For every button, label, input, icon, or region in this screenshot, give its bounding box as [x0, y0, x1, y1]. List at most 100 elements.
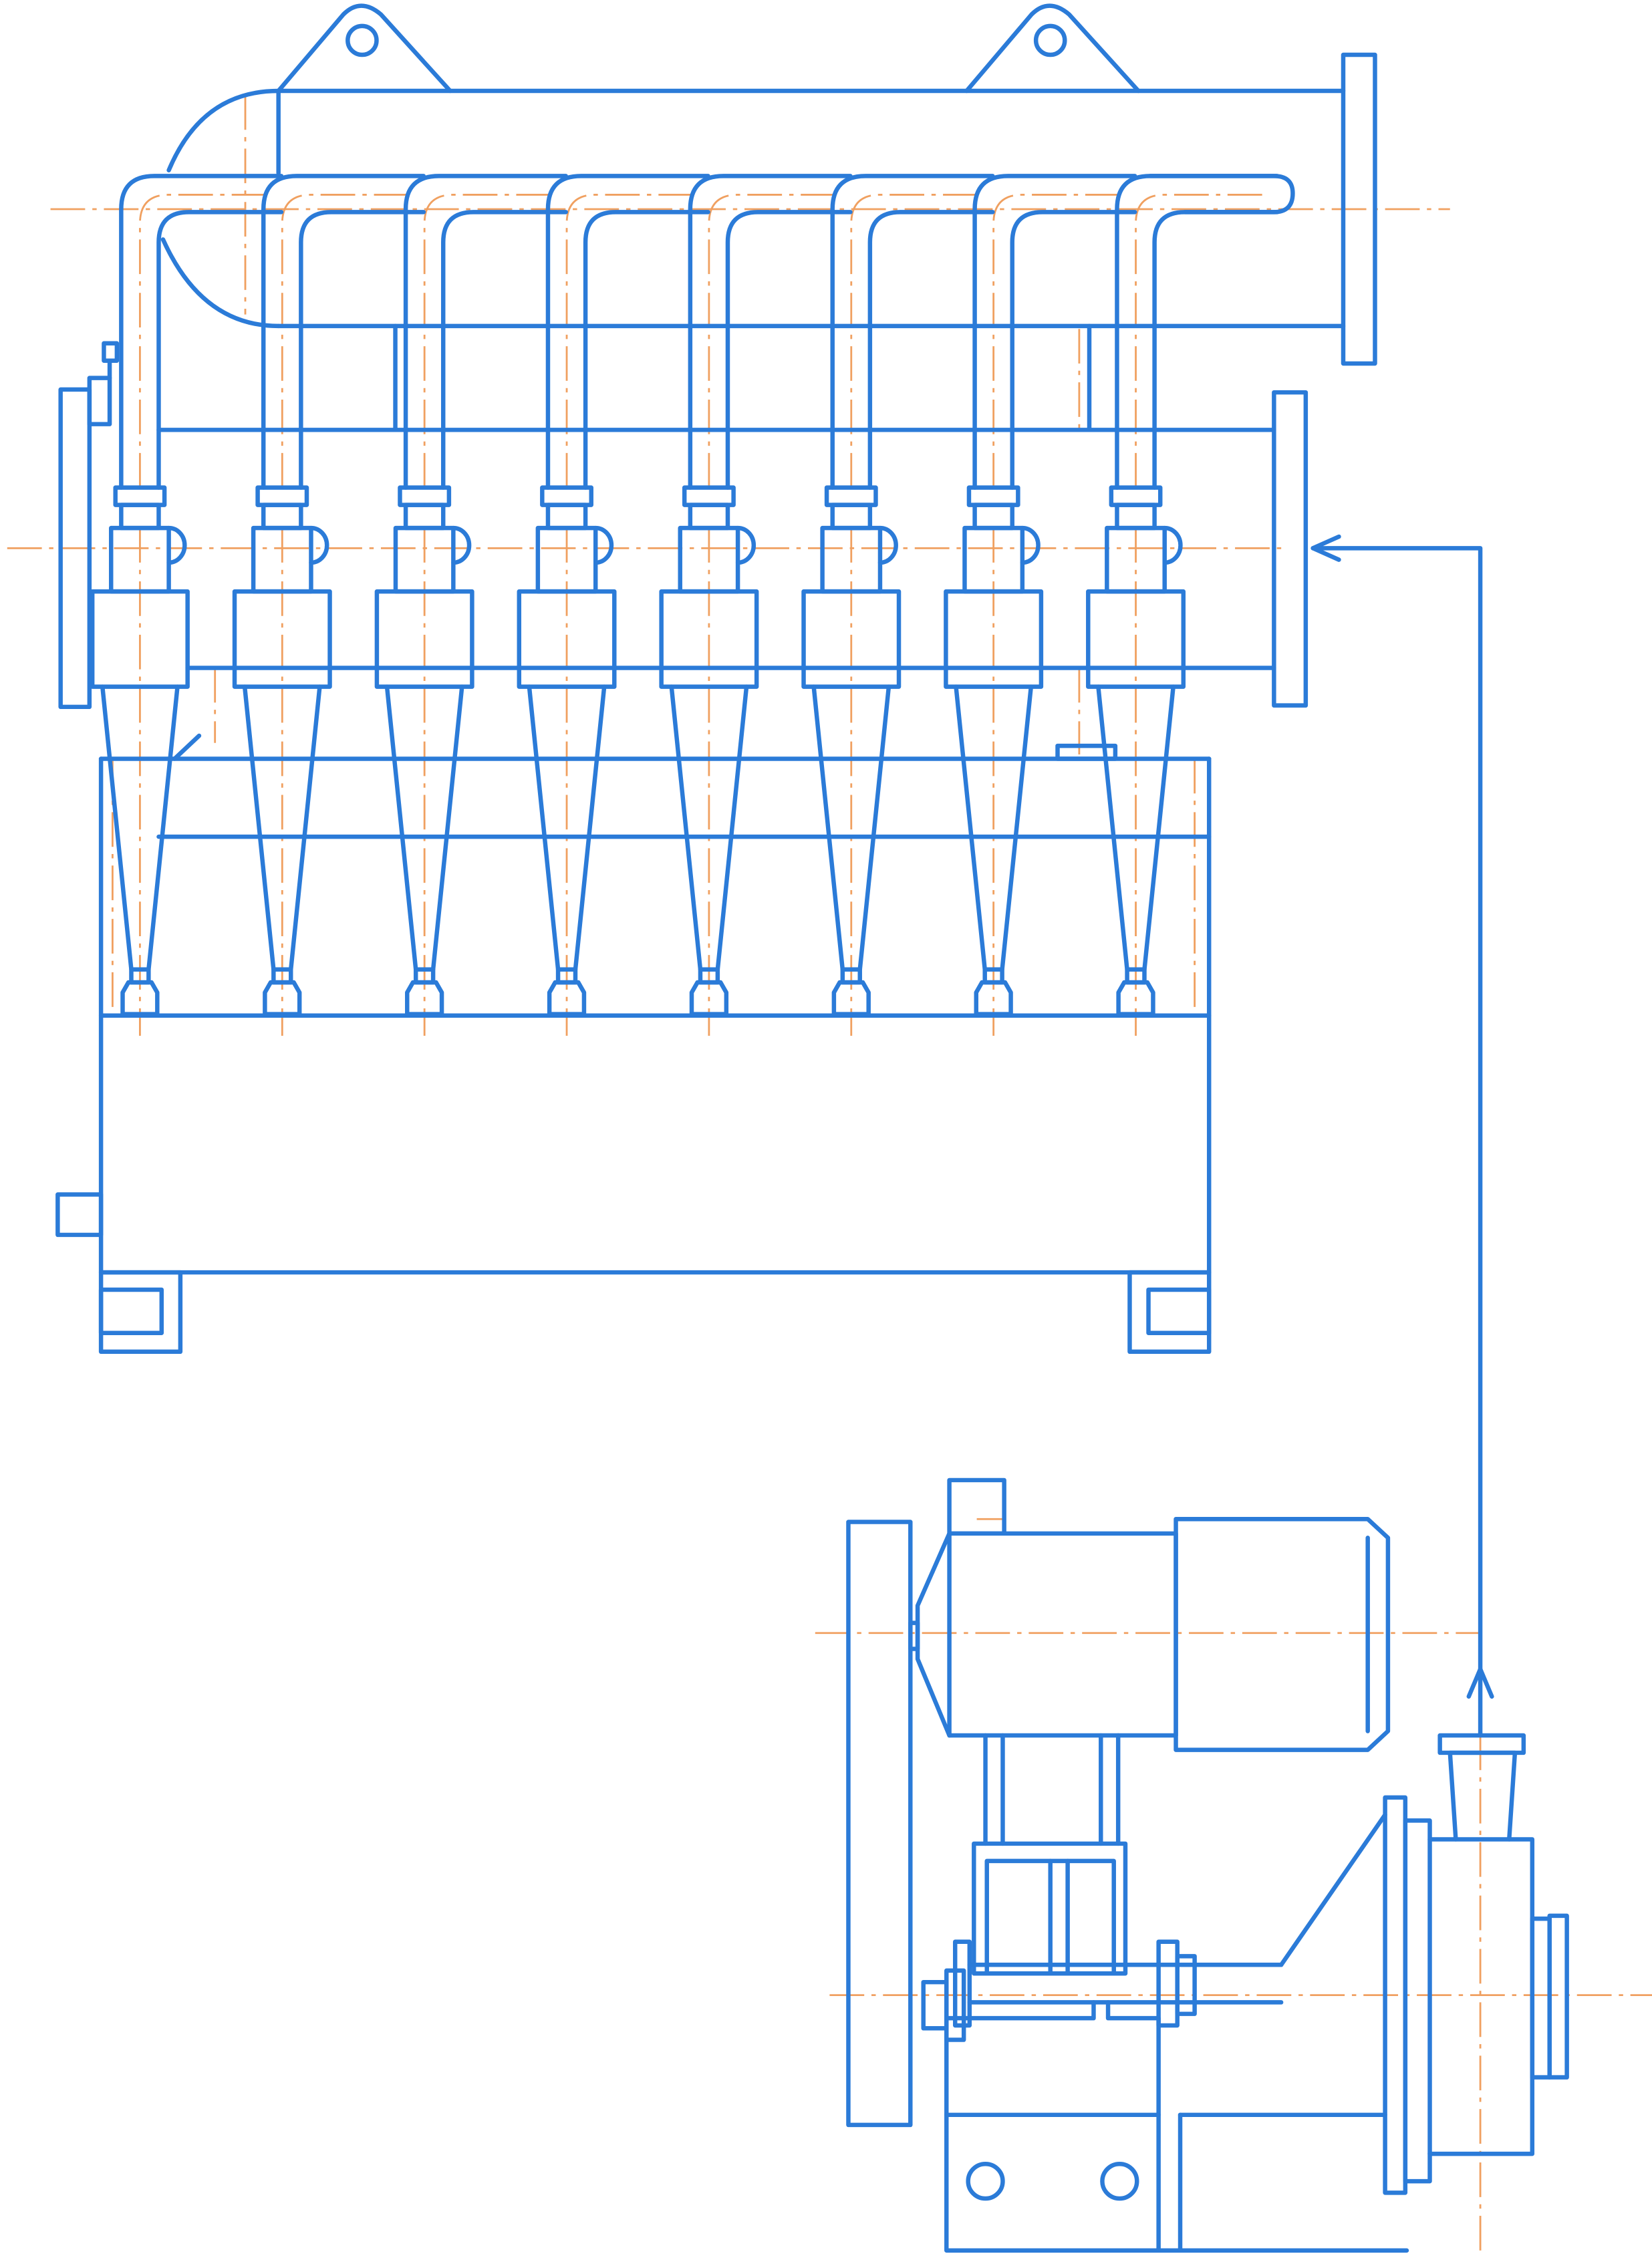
underflow-outlet	[1116, 980, 1155, 1016]
feed-inlet	[1162, 525, 1183, 565]
pipe-clamp	[113, 485, 167, 507]
feed-inlet	[166, 525, 187, 565]
overflow-pipe	[972, 174, 1137, 490]
hydrocyclone	[801, 174, 995, 1016]
lifting-lug-right	[964, 3, 1141, 94]
cyclone-body	[944, 589, 1044, 689]
hydrocyclone	[1086, 174, 1280, 1016]
underflow-outlet	[974, 980, 1013, 1016]
pipe-clamp	[540, 485, 593, 507]
overflow-pipe	[403, 174, 568, 490]
feed-inlet	[451, 525, 472, 565]
hydrocyclone	[90, 174, 284, 1016]
hydrocyclone	[517, 174, 710, 1016]
hydrocyclone-array	[90, 174, 1295, 1016]
tank-frame	[55, 733, 1212, 1355]
bolt-hole-left	[966, 2161, 1005, 2201]
pipe-centerline	[281, 194, 412, 488]
underflow-outlet	[405, 980, 444, 1016]
feed-line	[1311, 546, 1483, 1738]
overflow-pipe-inner	[440, 210, 568, 490]
hydrocyclone	[659, 174, 853, 1016]
feed-inlet	[1020, 525, 1041, 565]
overflow-pipe	[688, 174, 853, 490]
underflow-outlet	[120, 980, 160, 1016]
feed-manifold	[58, 323, 1309, 710]
hydrocyclone	[374, 174, 568, 1016]
lifting-lug-left	[276, 3, 452, 94]
motor-body	[915, 1531, 1178, 1738]
skid-foot-left	[98, 1270, 183, 1355]
motor-terminal-box	[947, 1477, 1006, 1536]
drain-port	[55, 1192, 104, 1238]
pump-suction-cover	[1530, 1916, 1552, 2080]
pipe-coupling	[688, 503, 730, 531]
overflow-pipe-inner	[867, 210, 995, 490]
overflow-pipe	[830, 174, 995, 490]
skid-foot-right	[1127, 1270, 1212, 1355]
cyclone-body	[517, 589, 617, 689]
pipe-clamp	[824, 485, 878, 507]
feed-inlet	[309, 525, 329, 565]
pump-pedestal	[944, 2015, 1409, 2253]
pipe-centerline	[139, 194, 270, 488]
overflow-pipe-inner	[583, 210, 710, 490]
feed-inlet	[593, 525, 614, 565]
pipe-clamp	[966, 485, 1020, 507]
cyclone-body	[659, 589, 759, 689]
overflow-pipe-inner	[1010, 210, 1137, 490]
pipe-clamp	[682, 485, 736, 507]
pipe-coupling	[830, 503, 873, 531]
bolt-hole-right	[1100, 2161, 1139, 2201]
flow-arrow-up	[1466, 1667, 1494, 1699]
centerlines	[7, 95, 1652, 2258]
underflow-outlet	[689, 980, 729, 1016]
pipe-centerline	[1135, 194, 1266, 488]
pipe-clamp	[255, 485, 309, 507]
underflow-outlet	[547, 980, 587, 1016]
pipe-coupling	[403, 503, 446, 531]
pipe-coupling	[1115, 503, 1157, 531]
manifold-header	[160, 3, 1377, 366]
overflow-header-end	[1147, 174, 1295, 215]
overflow-pipe-inner	[725, 210, 853, 490]
flow-arrow-left	[1311, 534, 1341, 562]
cyclone-body	[90, 589, 190, 689]
underflow-outlet	[831, 980, 871, 1016]
lifting-lug-hole-right	[1033, 23, 1067, 57]
pump-unit	[846, 1477, 1569, 2253]
pipe-centerline	[423, 194, 555, 488]
overflow-pipe	[261, 174, 426, 490]
pipe-centerline	[565, 194, 697, 488]
hydrocyclone	[944, 174, 1137, 1016]
pipe-coupling	[119, 503, 161, 531]
underflow-outlet	[263, 980, 302, 1016]
inlet-flange	[1272, 390, 1309, 708]
pipe-coupling	[972, 503, 1014, 531]
motor-fan-cover	[1174, 1516, 1391, 1752]
main-outline	[55, 3, 1569, 2253]
overflow-pipe-inner	[1152, 210, 1280, 490]
overflow-pipe-inner	[299, 210, 426, 490]
pipe-clamp	[398, 485, 452, 507]
pipe-coupling	[261, 503, 303, 531]
outlet-flange	[1341, 52, 1377, 366]
pipe-centerline	[992, 194, 1123, 488]
cyclone-body	[232, 589, 332, 689]
pipe-centerline	[850, 194, 982, 488]
feed-inlet	[877, 525, 898, 565]
overflow-pipe	[545, 174, 710, 490]
overflow-pipe	[1115, 174, 1280, 490]
overflow-pipe	[119, 174, 284, 490]
cyclone-body	[1086, 589, 1186, 689]
lifting-lug-hole-left	[346, 23, 379, 57]
cyclone-body	[374, 589, 474, 689]
feed-inlet	[735, 525, 756, 565]
flow-line	[1311, 534, 1494, 1738]
pump-discharge-nozzle	[1448, 1750, 1518, 1842]
pipe-centerline	[708, 194, 839, 488]
cyclone-body	[801, 589, 902, 689]
pipe-coupling	[545, 503, 588, 531]
overflow-pipe-inner	[156, 210, 284, 490]
hydrocyclone	[232, 174, 426, 1016]
